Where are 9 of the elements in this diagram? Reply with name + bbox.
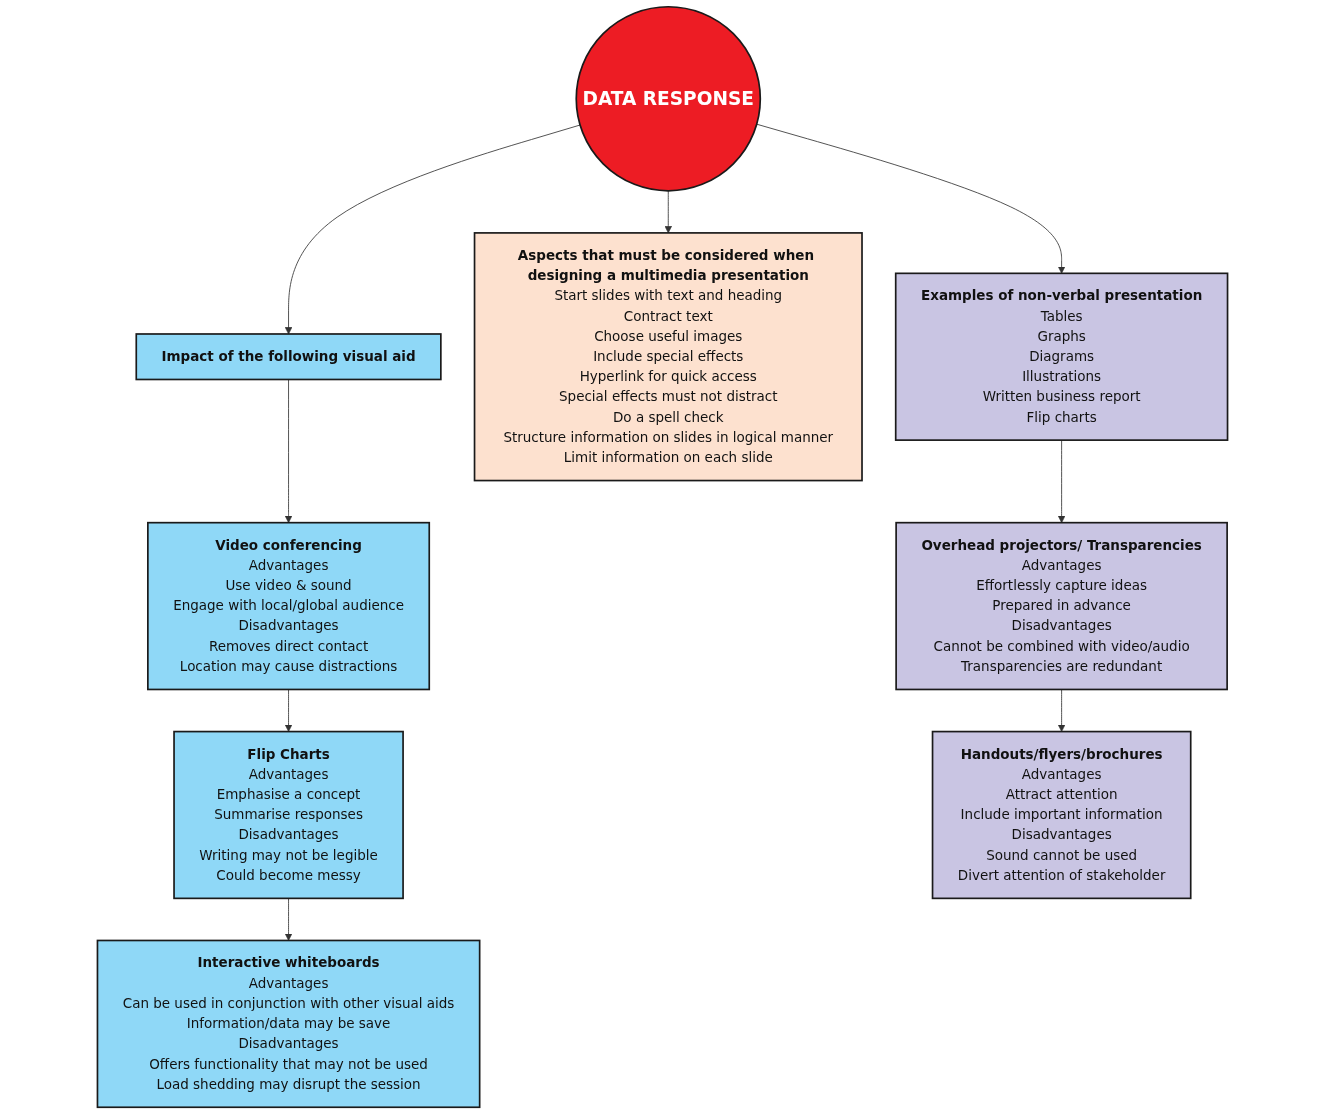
node-box: Aspects that must be considered when designing a multimedia presentation Start slides with text and heading Contract text Choose useful images Include special effects Hyperlink for quick access Special effects must not distract Do a spell check Structure information on slides in logical manner Limit information on each slide	[473, 232, 863, 482]
node-box: Examples of non-verbal presentation Tables Graphs Diagrams Illustrations Written business report Flip charts	[894, 272, 1229, 441]
node-box: Impact of the following visual aid	[135, 333, 442, 381]
node-box: Overhead projectors/ Transparencies Advantages Effortlessly capture ideas Prepared in advance Disadvantages Cannot be combined with video/audio Transparencies are redundant	[895, 521, 1228, 691]
node-box: Handouts/flyers/brochures Advantages Attract attention Include important information Disadvantages Sound cannot be used Divert attention of stakeholder	[931, 730, 1192, 900]
node-circle: DATA RESPONSE	[575, 5, 762, 192]
node-box: Interactive whiteboards Advantages Can be used in conjunction with other visual aids Information/data may be save Disadvantages Offers functionality that may not be used Load shedding may disrupt the session	[96, 939, 481, 1109]
node-box: Flip Charts Advantages Emphasise a concept Summarise responses Disadvantages Writing may not be legible Could become messy	[173, 730, 404, 900]
node-box: Video conferencing Advantages Use video & sound Engage with local/global audience Disadvantages Removes direct contact Location may cause distractions	[147, 521, 431, 691]
